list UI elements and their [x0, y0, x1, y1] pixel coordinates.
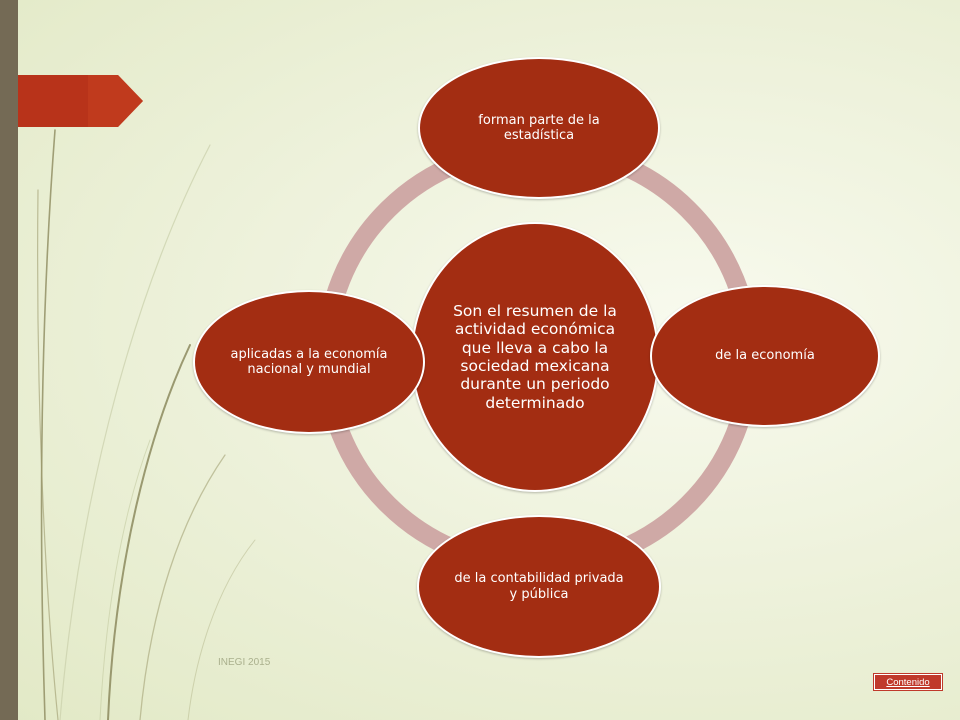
top-node-text: forman parte de la estadística: [478, 112, 600, 143]
top-node: forman parte de la estadística: [418, 57, 660, 199]
right-node: de la economía: [650, 285, 880, 427]
left-accent-bar: [0, 0, 18, 720]
center-node: Son el resumen de la actividad económica…: [411, 222, 659, 492]
right-node-text: de la economía: [715, 348, 815, 364]
bottom-node: de la contabilidad privada y pública: [417, 515, 661, 658]
left-node-text: aplicadas a la economía nacional y mundi…: [230, 346, 388, 377]
left-node: aplicadas a la economía nacional y mundi…: [193, 290, 425, 434]
contenido-button[interactable]: Contenido: [874, 674, 942, 690]
source-footer: INEGI 2015: [218, 657, 271, 668]
bottom-node-text: de la contabilidad privada y pública: [454, 571, 624, 602]
center-node-text: Son el resumen de la actividad económica…: [453, 302, 617, 412]
